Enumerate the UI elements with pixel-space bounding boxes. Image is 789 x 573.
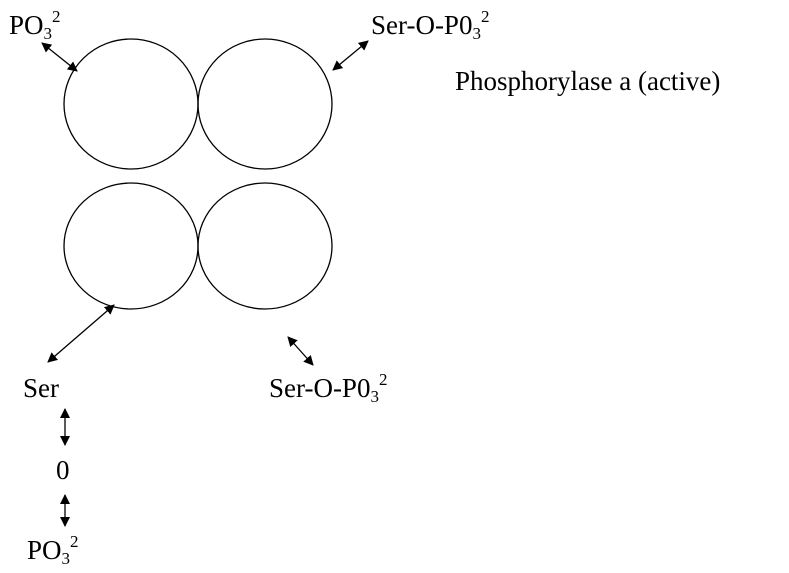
top-right-ser-o-po3-label: Ser-O-P032: [371, 7, 490, 43]
bottom-right-subunit-circle: [197, 182, 333, 310]
top-left-subunit-circle: [63, 38, 199, 170]
arrows: [41, 40, 369, 527]
phosphorylase-a-title: Phosphorylase a (active): [455, 66, 721, 96]
bottom-right-phosphate-arrow: [287, 336, 314, 366]
top-dimer: [63, 38, 333, 170]
mid-right-ser-o-po3-label: Ser-O-P032: [269, 370, 388, 406]
top-right-phosphate-arrow: [332, 40, 369, 71]
bottom-po3-label: PO32: [27, 532, 79, 568]
top-right-subunit-circle: [197, 38, 333, 170]
bottom-left-subunit-circle: [63, 182, 199, 310]
top-left-po3-label: PO32: [9, 7, 61, 43]
ser-label: Ser: [23, 373, 59, 403]
top-left-phosphate-arrow: [41, 42, 78, 72]
bottom-dimer: [63, 182, 333, 310]
bottom-left-ser-arrow: [47, 304, 115, 363]
zero-label: 0: [56, 455, 70, 485]
